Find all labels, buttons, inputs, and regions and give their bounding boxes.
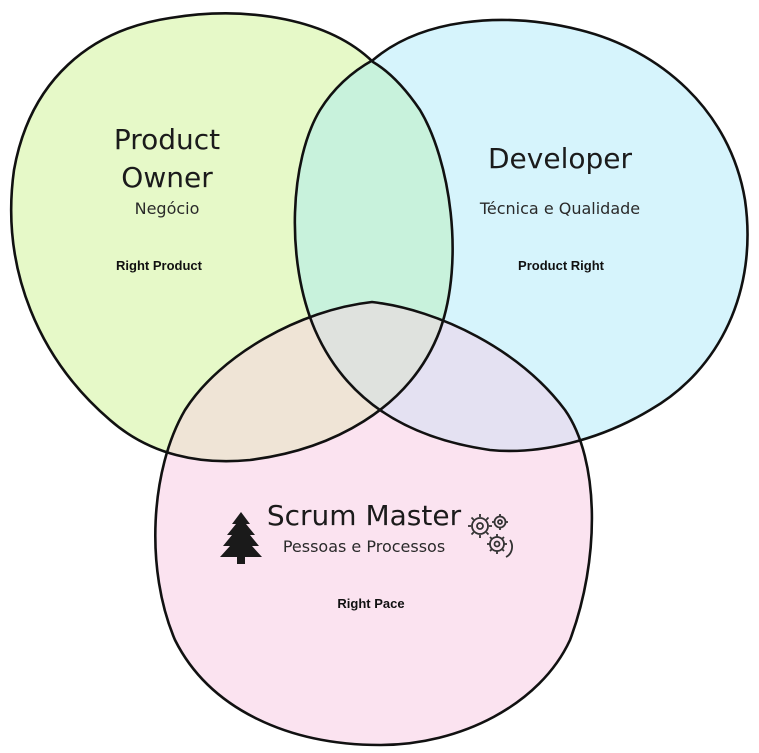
scrum-master-tag: Right Pace — [337, 596, 405, 611]
outline-product-owner — [10, 12, 454, 463]
overlap-dev-sm — [294, 302, 592, 451]
product-owner-title-line2: Owner — [121, 161, 213, 194]
gears-icon — [468, 514, 513, 558]
outline-scrum-master — [154, 300, 594, 747]
scrum-master-subtitle: Pessoas e Processos — [282, 537, 446, 556]
outline-developer — [293, 18, 749, 453]
product-owner-title-line1: Product — [113, 123, 221, 156]
developer-subtitle: Técnica e Qualidade — [479, 199, 641, 218]
developer-title: Developer — [487, 142, 632, 175]
scrum-master-title: Scrum Master — [266, 499, 462, 532]
developer-tag: Product Right — [518, 258, 604, 273]
overlap-po-sm — [155, 302, 453, 462]
product-owner-subtitle: Negócio — [134, 199, 200, 218]
pine-tree-icon — [220, 512, 262, 564]
product-owner-tag: Right Product — [116, 258, 202, 273]
